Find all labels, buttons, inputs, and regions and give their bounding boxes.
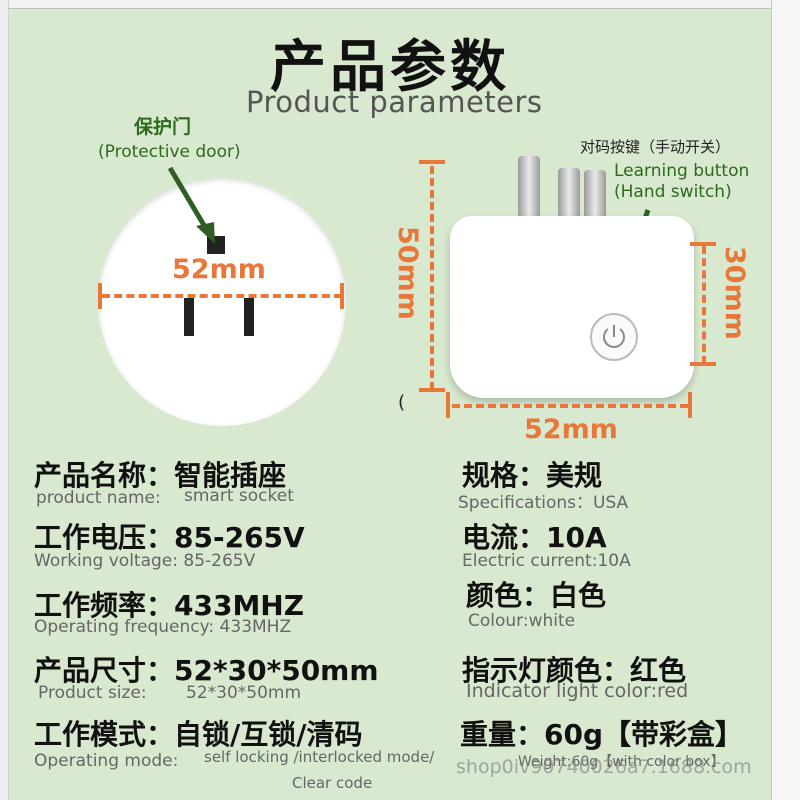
height-tick-top bbox=[419, 160, 445, 164]
spec-voltage-en: Working voltage: 85-265V bbox=[34, 551, 256, 571]
spec-mode-en-value-2: Clear code bbox=[292, 774, 373, 792]
frame-top-edge bbox=[0, 0, 800, 9]
side-width-label: 52mm bbox=[524, 414, 618, 445]
spec-current-cn: 电流：10A bbox=[462, 521, 607, 554]
door-arrow-head bbox=[196, 222, 215, 244]
frame-right-edge bbox=[771, 0, 800, 800]
height-line bbox=[430, 166, 434, 390]
spec-indicator-en: Indicator light color:red bbox=[466, 680, 689, 702]
learning-button-icon bbox=[590, 313, 638, 361]
plug-side-body bbox=[450, 216, 694, 398]
spec-mode-en-label: Operating mode: bbox=[34, 751, 179, 771]
front-width-line bbox=[102, 294, 342, 298]
button-label-cn: 对码按键（手动开关） bbox=[580, 138, 731, 156]
door-label-cn: 保护门 bbox=[134, 116, 192, 138]
spec-indicator-cn: 指示灯颜色：红色 bbox=[462, 654, 687, 687]
depth-tick-top bbox=[690, 242, 716, 246]
spec-weight-en: Weight:60g【with color box】 bbox=[518, 754, 725, 770]
spec-name-en-label: product name: bbox=[36, 488, 161, 508]
spec-mode-cn: 工作模式：自锁/互锁/清码 bbox=[34, 718, 363, 751]
spec-size-cn: 产品尺寸：52*30*50mm bbox=[34, 654, 379, 687]
depth-line bbox=[702, 246, 706, 364]
spec-color-en: Colour:white bbox=[468, 611, 576, 631]
front-width-label: 52mm bbox=[172, 254, 266, 285]
power-icon bbox=[603, 325, 625, 348]
spec-frequency-cn: 工作频率：433MHZ bbox=[34, 589, 305, 622]
button-label-en-2: (Hand switch) bbox=[614, 182, 732, 202]
spec-standard-en: Specifications：USA bbox=[458, 493, 629, 513]
spec-frequency-en: Operating frequency: 433MHZ bbox=[34, 617, 292, 637]
spec-voltage-cn: 工作电压：85-265V bbox=[34, 521, 305, 554]
page-subtitle: Product parameters bbox=[246, 85, 543, 119]
stray-paren: ( bbox=[398, 392, 406, 413]
door-label-en: (Protective door) bbox=[98, 142, 241, 162]
spec-mode-en-value: self locking /interlocked mode/ bbox=[204, 748, 435, 766]
socket-slot-left bbox=[184, 298, 194, 336]
frame-left-edge bbox=[0, 0, 9, 800]
side-width-line bbox=[452, 404, 688, 408]
spec-weight-cn: 重量：60g【带彩盒】 bbox=[460, 718, 744, 751]
door-arrow-shaft bbox=[167, 166, 211, 234]
spec-current-en: Electric current:10A bbox=[462, 551, 631, 571]
page-title: 产品参数 bbox=[270, 35, 510, 100]
depth-tick-bottom bbox=[690, 362, 716, 366]
plug-front-face bbox=[98, 178, 346, 426]
socket-slot-right bbox=[244, 298, 254, 336]
height-label: 50mm bbox=[392, 226, 423, 320]
spec-name-cn: 产品名称：智能插座 bbox=[34, 459, 287, 492]
height-tick-bottom bbox=[419, 388, 445, 392]
side-width-tick-left bbox=[446, 392, 450, 418]
spec-size-en-value: 52*30*50mm bbox=[186, 683, 302, 703]
button-label-en-1: Learning button bbox=[614, 161, 750, 181]
spec-name-en-value: smart socket bbox=[184, 486, 294, 506]
spec-size-en-label: Product size: bbox=[38, 683, 147, 703]
watermark: shop0iv90740026a7.1688.com bbox=[456, 756, 752, 778]
spec-standard-cn: 规格：美规 bbox=[462, 459, 603, 492]
front-width-tick-left bbox=[98, 283, 102, 309]
side-width-tick-right bbox=[688, 392, 692, 418]
spec-color-cn: 颜色：白色 bbox=[466, 579, 607, 612]
front-width-tick-right bbox=[340, 283, 344, 309]
depth-label: 30mm bbox=[719, 246, 750, 340]
